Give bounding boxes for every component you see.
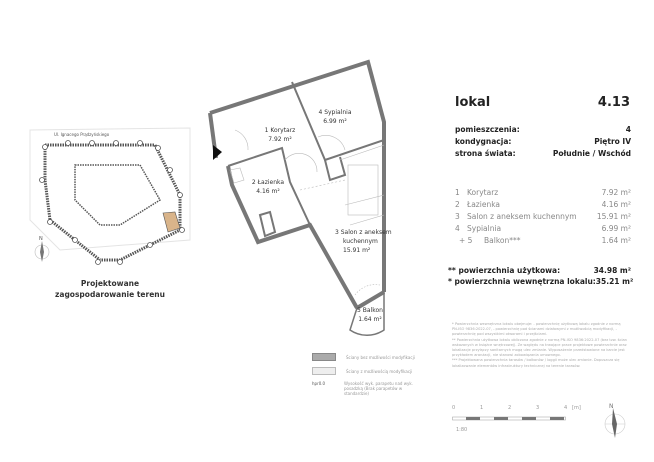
compass-icon: N <box>604 403 626 438</box>
room-no: 2 <box>455 200 460 209</box>
scale-bar: 0 1 2 3 4 [m] 1:80 <box>452 405 592 445</box>
room-name: 1 Korytarz <box>264 127 296 134</box>
legend-text: Wysokość wyk. parapetu nad wyk. posadzką… <box>344 381 413 396</box>
room-name: 3 Salon z aneksem <box>335 229 392 236</box>
room-row: 1 Korytarz 7.92 m² <box>455 187 631 199</box>
room-area: 7.92 m² <box>268 136 292 143</box>
room-no: 4 <box>455 224 460 233</box>
room-label-5: 5 Balkon 1.64 m² <box>345 306 395 324</box>
scale-tick: 3 <box>536 405 540 411</box>
meta-label: kondygnacja: <box>455 137 512 146</box>
site-caption-line2: zagospodarowanie terenu <box>55 290 165 299</box>
room-area: 6.99 m² <box>323 118 347 125</box>
scale-tick: 2 <box>508 405 512 411</box>
room-name: 2 Łazienka <box>251 179 285 186</box>
room-name: Korytarz <box>467 188 499 197</box>
legend: Ściany bez możliwości modyfikacji Ściany… <box>312 353 424 396</box>
totals: ** powierzchnia użytkowa: 34.98 m² * powi… <box>448 265 634 287</box>
unit-highlight <box>162 211 181 233</box>
total-value: 35.21 m² <box>595 277 634 286</box>
legend-swatch <box>312 353 336 361</box>
room-row: 3 Salon z aneksem kuchennym 15.91 m² <box>455 211 631 223</box>
room-no: + 5 <box>459 236 473 245</box>
room-row: + 5 Balkon*** 1.64 m² <box>455 235 631 247</box>
total-row: ** powierzchnia użytkowa: 34.98 m² <box>448 265 631 276</box>
room-area: 7.92 m² <box>601 188 631 197</box>
room-name: Salon z aneksem kuchennym <box>467 212 577 221</box>
legend-symbol: hpr0.0 <box>312 381 326 386</box>
room-row: 4 Sypialnia 6.99 m² <box>455 223 631 235</box>
legend-item: Ściany z możliwością modyfikacji <box>312 367 424 375</box>
room-area: 15.91 m² <box>596 212 631 221</box>
room-label-1: 1 Korytarz 7.92 m² <box>250 126 310 144</box>
room-area: 4.16 m² <box>601 200 631 209</box>
room-area: 6.99 m² <box>601 224 631 233</box>
room-area: 4.16 m² <box>256 188 280 195</box>
scale-tick: 0 <box>452 405 456 411</box>
meta-row: strona świata: Południe / Wschód <box>455 148 631 160</box>
compass-north-label: N <box>609 403 614 410</box>
room-name-cont: kuchennym <box>343 238 378 245</box>
scale-tick: 4 <box>564 405 568 411</box>
site-plan: Ul. Ignacego Prądzyńskiego N <box>29 127 191 265</box>
room-no: 1 <box>455 188 460 197</box>
legend-item: hpr0.0 Wysokość wyk. parapetu nad wyk. po… <box>312 381 424 396</box>
room-label-4: 4 Sypialnia 6.99 m² <box>305 108 365 126</box>
room-row: 2 Łazienka 4.16 m² <box>455 199 631 211</box>
meta-row: kondygnacja: Piętro IV <box>455 136 631 148</box>
legend-text: Ściany z możliwością modyfikacji <box>346 368 413 374</box>
legend-text: Ściany bez możliwości modyfikacji <box>346 354 415 360</box>
footnote: *** Projektowana powierzchnia tarasów / … <box>452 358 620 368</box>
room-name: 4 Sypialnia <box>318 109 352 116</box>
room-name: 5 Balkon <box>357 307 383 314</box>
room-label-3: 3 Salon z aneksem kuchennym 15.91 m² <box>335 228 415 255</box>
scale-bar-graphic <box>452 416 566 421</box>
footnote: * Powierzchnia wewnętrzna lokalu obejmuj… <box>452 322 621 337</box>
room-name: Sypialnia <box>467 224 502 233</box>
meta-label: strona świata: <box>455 149 516 158</box>
room-label-2: 2 Łazienka 4.16 m² <box>238 178 298 196</box>
scale-tick: 1 <box>480 405 484 411</box>
unit-number: 4.13 <box>597 95 630 110</box>
meta-value: Południe / Wschód <box>552 149 631 158</box>
site-caption-line1: Projektowane <box>80 279 140 288</box>
scale-ratio: 1:80 <box>456 427 468 433</box>
meta-value: 4 <box>625 125 631 134</box>
footnote: ** Powierzchnia użytkowa lokalu obliczon… <box>452 337 627 358</box>
meta-value: Piętro IV <box>594 137 631 146</box>
legend-item: Ściany bez możliwości modyfikacji <box>312 353 424 361</box>
total-label: * powierzchnia wewnętrzna lokalu: <box>448 277 596 286</box>
room-no: 3 <box>455 212 460 221</box>
meta-label: pomieszczenia: <box>455 125 520 134</box>
entrance-arrow-icon <box>213 145 222 160</box>
room-list: 1 Korytarz 7.92 m² 2 Łazienka 4.16 m² 3 Salon… <box>455 187 631 247</box>
total-label: ** powierzchnia użytkowa: <box>448 266 561 275</box>
unit-label: lokal <box>455 95 491 110</box>
total-row: * powierzchnia wewnętrzna lokalu:35.21 m… <box>448 276 634 287</box>
room-name: Balkon*** <box>484 236 521 245</box>
room-area: 15.91 m² <box>343 247 371 254</box>
room-name: Łazienka <box>467 200 501 209</box>
legend-swatch <box>312 367 336 375</box>
site-caption: Projektowane zagospodarowanie terenu <box>40 278 180 300</box>
street-label: Ul. Ignacego Prądzyńskiego <box>54 132 110 137</box>
total-value: 34.98 m² <box>593 266 631 275</box>
footnotes: * Powierzchnia wewnętrzna lokalu obejmuj… <box>452 322 627 369</box>
svg-text:N: N <box>39 236 43 242</box>
site-compass-icon: N <box>34 236 50 262</box>
room-area: 1.64 m² <box>601 236 631 245</box>
scale-unit: [m] <box>572 405 581 411</box>
meta-row: pomieszczenia: 4 <box>455 124 631 136</box>
room-area: 1.64 m² <box>358 316 382 323</box>
meta-list: pomieszczenia: 4 kondygnacja: Piętro IV st… <box>455 124 631 160</box>
